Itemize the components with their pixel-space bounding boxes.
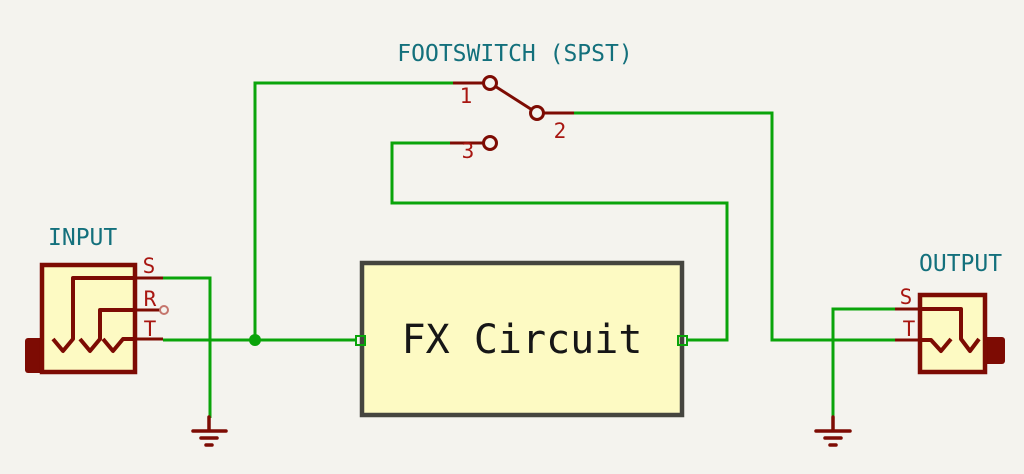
wire-output-sleeve-to-ground bbox=[831, 307, 895, 418]
input-jack-ring-contact bbox=[78, 308, 135, 353]
input-ring-open-end-icon bbox=[159, 305, 169, 315]
input-pin-t-label: T bbox=[144, 317, 157, 341]
footswitch-pin1-contact bbox=[482, 75, 498, 91]
input-pin-r-label: R bbox=[144, 287, 157, 311]
footswitch-symbol: FOOTSWITCH (SPST) 1 2 3 bbox=[397, 41, 632, 163]
input-jack-sleeve-contact bbox=[51, 276, 135, 353]
fx-circuit-box bbox=[359, 260, 685, 418]
footswitch-lever bbox=[494, 85, 533, 111]
fx-output-pin-square bbox=[677, 335, 688, 346]
fx-circuit-label: FX Circuit bbox=[402, 317, 643, 363]
footswitch-label: FOOTSWITCH (SPST) bbox=[397, 41, 632, 67]
wire-junction-to-pin1 bbox=[253, 81, 453, 340]
input-jack-body bbox=[39, 262, 138, 375]
ground-symbol-right bbox=[814, 415, 852, 447]
input-pin-s-label: S bbox=[143, 254, 156, 278]
input-jack-tip-contact bbox=[101, 337, 135, 353]
wire-junction-dot bbox=[249, 334, 261, 346]
footswitch-pin3-contact bbox=[482, 135, 498, 151]
footswitch-pin1-number: 1 bbox=[460, 84, 473, 108]
output-jack-sleeve-contact bbox=[920, 307, 981, 353]
input-label: INPUT bbox=[48, 225, 117, 251]
footswitch-pin2-contact bbox=[529, 105, 545, 121]
fx-input-pin-square bbox=[355, 335, 366, 346]
output-jack-sleeve-lug bbox=[983, 337, 1005, 364]
wire-input-sleeve-to-ground bbox=[163, 276, 212, 418]
output-label: OUTPUT bbox=[919, 251, 1002, 277]
footswitch-pin3-number: 3 bbox=[462, 139, 475, 163]
wire-pin3-to-fx-out bbox=[390, 141, 729, 342]
fx-circuit-block: FX Circuit bbox=[355, 260, 688, 418]
output-jack-tip-contact bbox=[920, 337, 953, 353]
output-jack-symbol: OUTPUT S T bbox=[895, 251, 1005, 375]
output-jack-body bbox=[917, 292, 988, 375]
ground-symbol-left bbox=[191, 415, 228, 447]
output-pin-t-label: T bbox=[903, 317, 916, 341]
input-jack-symbol: INPUT S R T bbox=[25, 225, 169, 375]
wires bbox=[163, 81, 895, 418]
output-pin-s-label: S bbox=[900, 285, 913, 309]
footswitch-pin2-number: 2 bbox=[554, 119, 567, 143]
